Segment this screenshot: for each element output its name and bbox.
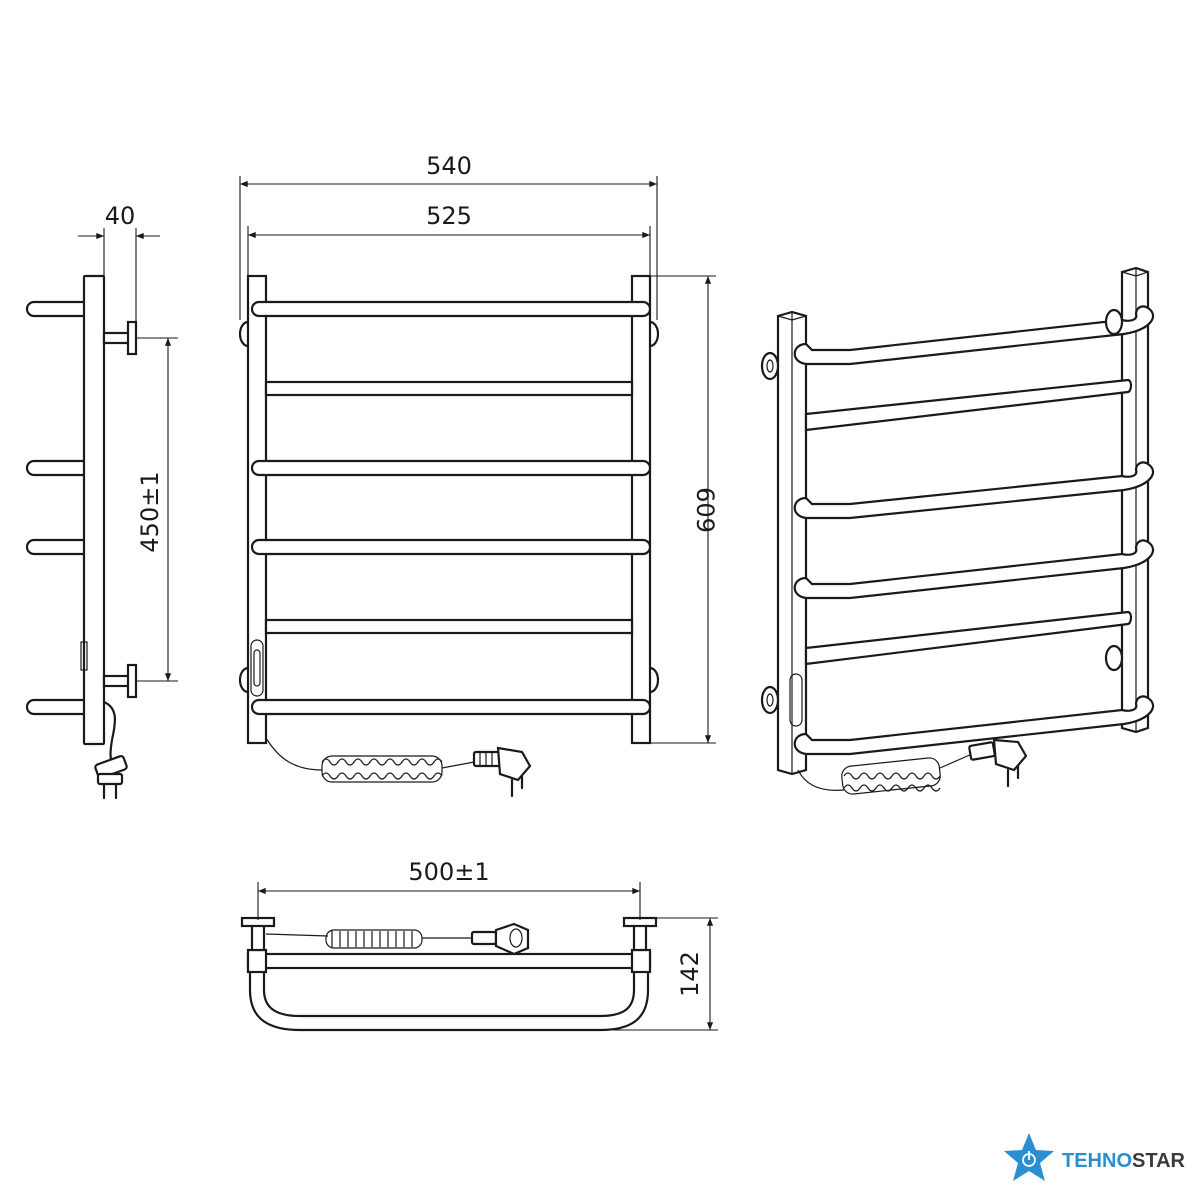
perspective-mounts: [760, 308, 1124, 715]
dim-depth: 40: [78, 202, 160, 322]
logo-text-part2: STAR: [1132, 1150, 1186, 1172]
front-plug-icon: [472, 746, 532, 798]
top-u-bar: [248, 968, 650, 1032]
front-view: [238, 274, 660, 798]
perspective-right-post: [1120, 266, 1150, 734]
side-view: [25, 274, 138, 800]
perspective-coil-cord: [841, 757, 941, 795]
dim-overall-width: 540: [239, 152, 658, 320]
top-coil-cord: [325, 929, 423, 949]
dim-bottom-depth: 142: [612, 917, 718, 1031]
dim-mount-spacing: 450±1: [136, 337, 178, 682]
dim-bottom-spacing: 500±1: [257, 858, 641, 920]
svg-text:TEHNOSTAR: TEHNOSTAR: [1062, 1150, 1186, 1172]
front-left-post: [246, 274, 268, 745]
perspective-bars: [793, 305, 1155, 756]
dim-overall-width-label: 540: [426, 152, 472, 180]
brand-logo: TEHNOSTAR: [1004, 1133, 1186, 1181]
top-straight-bar: [246, 952, 652, 970]
top-plug-icon: [470, 922, 530, 956]
star-power-icon: [1004, 1133, 1054, 1181]
top-right-post: [630, 948, 652, 974]
dim-inner-width: 525: [247, 202, 651, 276]
front-bars: [250, 300, 652, 716]
front-coil-cord: [321, 755, 443, 783]
top-view: [240, 916, 658, 1032]
front-mounts: [238, 320, 660, 694]
side-plug-icon: [94, 755, 128, 800]
dim-bottom-depth-label: 142: [676, 951, 704, 997]
dim-height: 609: [650, 275, 719, 744]
side-mounts: [102, 320, 138, 699]
dim-inner-width-label: 525: [426, 202, 472, 230]
dim-depth-label: 40: [105, 202, 136, 230]
perspective-plug-icon: [968, 738, 1028, 788]
side-bars: [25, 300, 86, 716]
dim-height-label: 609: [691, 487, 719, 533]
perspective-view: [760, 266, 1155, 795]
logo-text-part1: TEHNO: [1062, 1150, 1132, 1172]
front-right-post: [630, 274, 652, 745]
dim-bottom-spacing-label: 500±1: [408, 858, 489, 886]
dim-mount-spacing-label: 450±1: [136, 471, 164, 552]
top-left-post: [246, 948, 268, 974]
